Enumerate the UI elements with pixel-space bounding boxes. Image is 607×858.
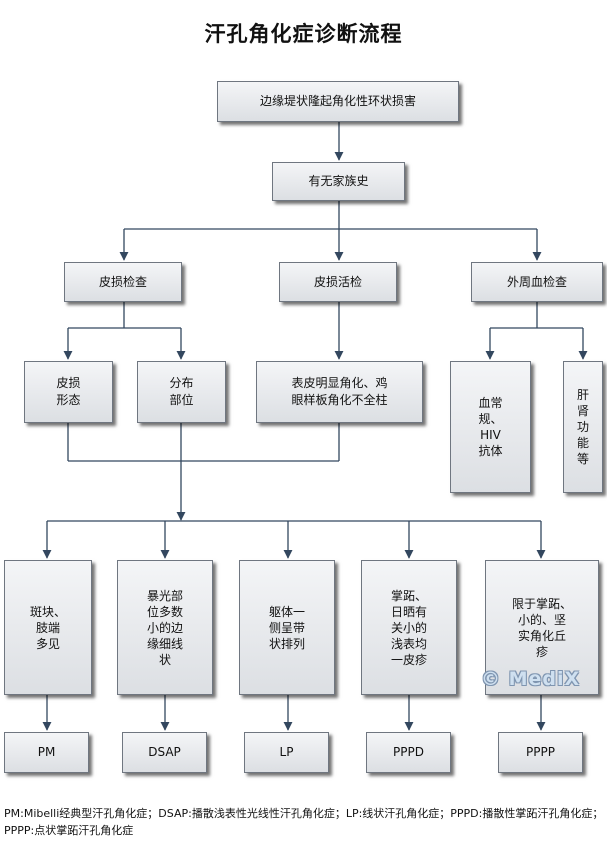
watermark: © MediX (481, 668, 581, 690)
node-blood-exam: 外周血检查 (471, 262, 603, 302)
node-feature-pppd: 掌跖、 日晒有 关小的 浅表均 一皮疹 (361, 560, 457, 695)
node-biopsy: 皮损活检 (279, 262, 397, 302)
result-pppp: PPPP (498, 732, 583, 773)
node-distribution: 分布 部位 (137, 361, 226, 423)
result-lp: LP (244, 732, 329, 773)
node-family-history: 有无家族史 (272, 162, 405, 201)
node-blood-routine: 血常 规、 HIV 抗体 (450, 361, 531, 493)
node-liver-kidney: 肝 肾 功 能 等 (563, 361, 603, 493)
node-morphology: 皮损 形态 (24, 361, 113, 423)
node-feature-pppp: 限于掌跖、 小的、坚 实角化丘 疹 (485, 560, 599, 695)
node-pathology: 表皮明显角化、鸡 眼样板角化不全柱 (256, 361, 423, 423)
node-lesion-exam: 皮损检查 (64, 262, 182, 302)
diagram-title: 汗孔角化症诊断流程 (204, 22, 403, 46)
result-pm: PM (4, 732, 89, 773)
node-feature-lp: 躯体一 侧呈带 状排列 (239, 560, 335, 695)
result-dsap: DSAP (122, 732, 207, 773)
footnote: PM:Mibelli经典型汗孔角化症；DSAP:播散浅表性光线性汗孔角化症；LP… (4, 807, 604, 837)
result-pppd: PPPD (366, 732, 451, 773)
node-feature-pm: 斑块、 肢端 多见 (4, 560, 92, 695)
node-feature-dsap: 暴光部 位多数 小的边 缘细线 状 (117, 560, 213, 695)
node-root: 边缘堤状隆起角化性环状损害 (217, 81, 459, 122)
